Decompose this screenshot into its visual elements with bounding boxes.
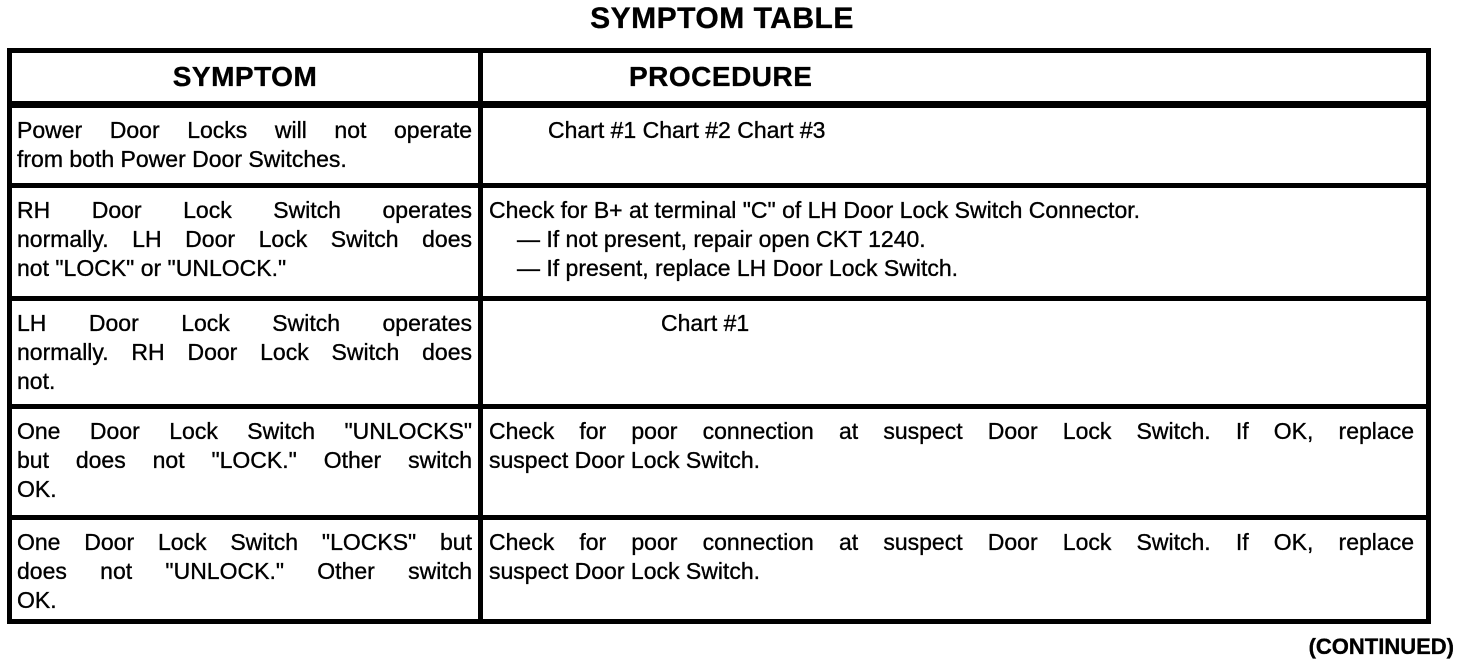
procedure-line: Check for poor connection at suspect Doo… — [489, 529, 1414, 555]
table-row: Power Door Locks will not operate from b… — [12, 108, 1426, 188]
symptom-cell: One Door Lock Switch "LOCKS" but does no… — [12, 520, 483, 619]
procedure-line: — If present, replace LH Door Lock Switc… — [517, 255, 959, 281]
procedure-line: Chart #1 Chart #2 Chart #3 — [548, 117, 826, 143]
symptom-cell: One Door Lock Switch "UNLOCKS" but does … — [12, 409, 483, 515]
procedure-cell: Check for B+ at terminal "C" of LH Door … — [483, 188, 1426, 296]
symptom-line: normally. LH Door Lock Switch does — [17, 226, 472, 252]
table-row: One Door Lock Switch "LOCKS" but does no… — [12, 520, 1426, 619]
symptom-table: SYMPTOM PROCEDURE Power Door Locks will … — [7, 48, 1431, 624]
procedure-column-header: PROCEDURE — [629, 61, 813, 92]
table-row: LH Door Lock Switch operates normally. R… — [12, 301, 1426, 409]
procedure-line: suspect Door Lock Switch. — [489, 558, 761, 584]
symptom-column-header: SYMPTOM — [12, 53, 483, 101]
table-header-row: SYMPTOM PROCEDURE — [12, 53, 1426, 108]
page-title: SYMPTOM TABLE — [590, 2, 854, 35]
symptom-line: LH Door Lock Switch operates — [17, 310, 472, 336]
symptom-line: Power Door Locks will not operate — [17, 117, 472, 143]
symptom-cell: LH Door Lock Switch operates normally. R… — [12, 301, 483, 404]
symptom-line: One Door Lock Switch "LOCKS" but — [17, 529, 472, 555]
symptom-line: One Door Lock Switch "UNLOCKS" — [17, 418, 472, 444]
procedure-line: — If not present, repair open CKT 1240. — [517, 226, 926, 252]
symptom-line: OK. — [17, 476, 57, 502]
symptom-line: not "LOCK" or "UNLOCK." — [17, 255, 287, 281]
symptom-line: OK. — [17, 587, 57, 613]
procedure-line: Check for B+ at terminal "C" of LH Door … — [489, 197, 1141, 223]
procedure-cell: Chart #1 — [483, 301, 1426, 404]
symptom-line: normally. RH Door Lock Switch does — [17, 339, 472, 365]
symptom-line: does not "UNLOCK." Other switch — [17, 558, 472, 584]
procedure-line: Check for poor connection at suspect Doo… — [489, 418, 1414, 444]
procedure-cell: Check for poor connection at suspect Doo… — [483, 520, 1426, 619]
symptom-line: but does not "LOCK." Other switch — [17, 447, 472, 473]
procedure-cell: Chart #1 Chart #2 Chart #3 — [483, 108, 1426, 183]
table-row: RH Door Lock Switch operates normally. L… — [12, 188, 1426, 301]
procedure-line: suspect Door Lock Switch. — [489, 447, 761, 473]
continued-note: (CONTINUED) — [1308, 634, 1454, 659]
symptom-line: RH Door Lock Switch operates — [17, 197, 472, 223]
symptom-line: from both Power Door Switches. — [17, 146, 347, 172]
symptom-line: not. — [17, 368, 56, 394]
procedure-line: Chart #1 — [661, 310, 750, 336]
symptom-cell: Power Door Locks will not operate from b… — [12, 108, 483, 183]
table-row: One Door Lock Switch "UNLOCKS" but does … — [12, 409, 1426, 520]
symptom-cell: RH Door Lock Switch operates normally. L… — [12, 188, 483, 296]
procedure-cell: Check for poor connection at suspect Doo… — [483, 409, 1426, 515]
